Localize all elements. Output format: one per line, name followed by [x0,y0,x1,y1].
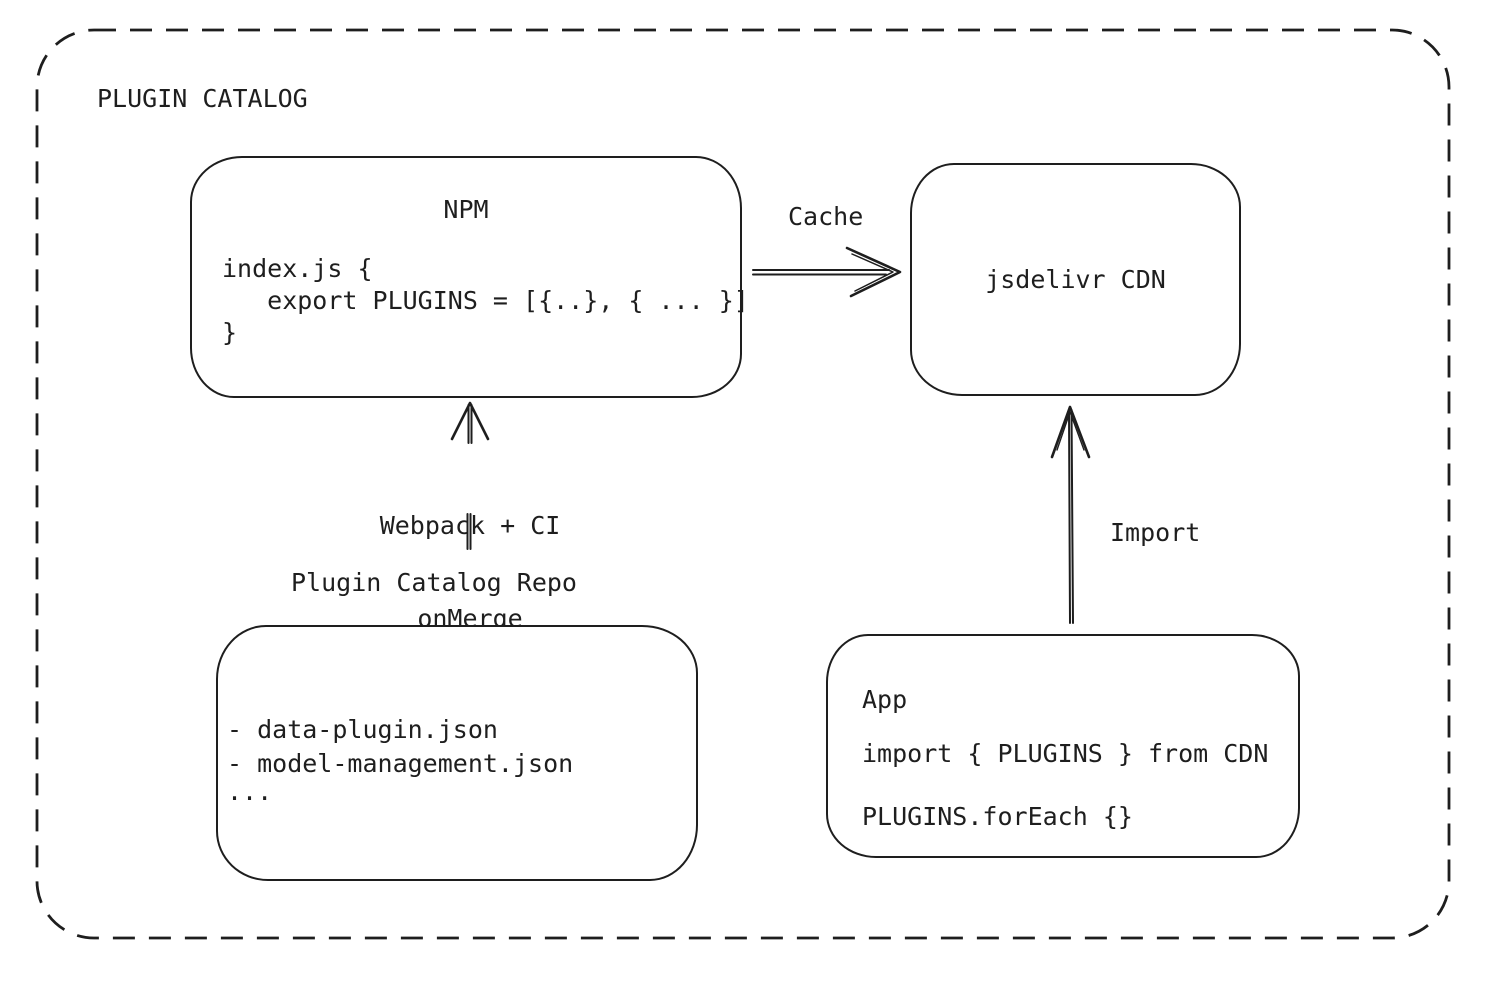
catalog-dashed-frame [35,28,1451,940]
build-edge-label-line1: Webpack + CI [379,511,561,540]
app-node-title: App [862,685,908,714]
npm-node: NPM index.js { export PLUGINS = [{..}, {… [190,156,749,398]
cdn-node-label: jsdelivr CDN [985,265,1166,294]
catalog-title: PLUGIN CATALOG [97,84,308,113]
repo-file-ellipsis: ... [227,777,273,806]
npm-code-line-1: index.js { [222,254,373,283]
cache-edge-label: Cache [788,202,864,231]
repo-node-title: Plugin Catalog Repo [291,568,577,597]
repo-file-1: - data-plugin.json [227,715,498,744]
repo-file-2: - model-management.json [227,749,574,778]
app-code-line-2: PLUGINS.forEach {} [862,802,1133,831]
npm-node-title: NPM [443,195,489,224]
build-arrow [450,401,490,550]
npm-code-line-3: } [222,318,238,347]
cdn-node: jsdelivr CDN [910,163,1241,396]
repo-node: - data-plugin.json - model-management.js… [216,625,698,881]
app-node: App import { PLUGINS } from CDN PLUGINS.… [826,634,1300,858]
npm-code-line-2: export PLUGINS = [{..}, { ... }] [222,286,749,315]
app-code-line-1: import { PLUGINS } from CDN [862,739,1269,768]
cache-arrow [752,246,902,298]
import-arrow [1050,405,1091,624]
import-edge-label: Import [1110,518,1201,547]
